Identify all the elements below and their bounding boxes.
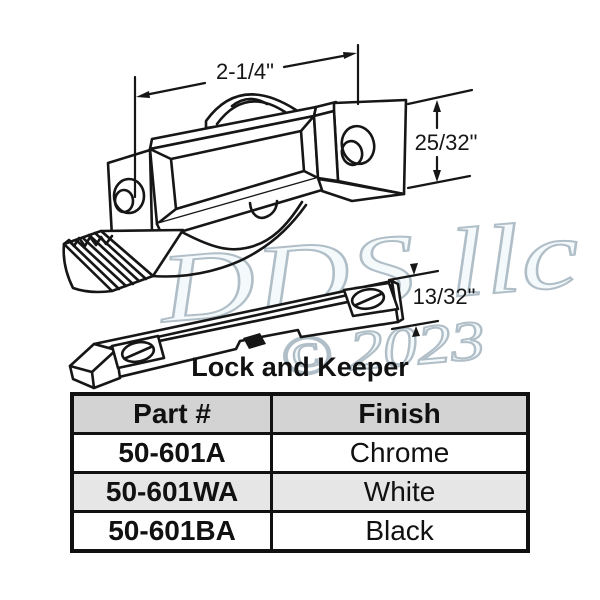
keeper-left-screw xyxy=(110,334,166,370)
dimension-width: 2-1/4" xyxy=(133,43,360,199)
table-row: 50-601BA Black xyxy=(70,510,530,553)
keeper-right-screw xyxy=(342,281,400,318)
column-header-part: Part # xyxy=(70,392,274,435)
dimension-keeper: 13/32" xyxy=(387,263,476,337)
arrowhead-up xyxy=(433,100,441,112)
finish-cell: Black xyxy=(270,510,530,553)
arrowhead-left xyxy=(136,91,150,98)
extension-line-top xyxy=(387,269,440,282)
extension-line-bottom xyxy=(406,174,472,190)
dim-keeper-label: 13/32" xyxy=(413,284,476,309)
extension-line-bottom xyxy=(390,319,440,331)
extension-line-top xyxy=(406,88,474,106)
table-row: 50-601A Chrome xyxy=(70,432,530,474)
dimension-height: 25/32" xyxy=(406,88,478,190)
screw-slot-right xyxy=(354,292,383,307)
left-screw-hole-inner xyxy=(113,188,135,214)
finish-cell: Chrome xyxy=(270,432,530,474)
diagram-caption: Lock and Keeper xyxy=(191,352,409,382)
arrowhead-down xyxy=(410,263,418,275)
dim-width-label: 2-1/4" xyxy=(216,59,274,84)
keeper-drawing: 13/32" xyxy=(68,263,476,390)
finish-cell: White xyxy=(270,471,530,513)
cam-teeth xyxy=(62,234,114,248)
part-number-cell: 50-601A xyxy=(70,432,274,474)
table-row: 50-601WA White xyxy=(70,471,530,513)
lock-end-block xyxy=(312,98,408,203)
arrowhead-up xyxy=(412,326,420,337)
part-number-cell: 50-601WA xyxy=(70,471,274,513)
screw-head-right xyxy=(350,287,386,311)
lock-body xyxy=(148,114,320,226)
screw-head-left xyxy=(120,340,156,364)
lock-bracket xyxy=(150,199,308,278)
left-screw-hole xyxy=(112,177,146,215)
dim-height-label: 25/32" xyxy=(415,130,478,155)
part-number-cell: 50-601BA xyxy=(70,510,274,553)
lock-drawing: 2-1/4" 25/32" xyxy=(62,43,478,294)
parts-table: Part # Finish 50-601A Chrome 50-601WA Wh… xyxy=(70,392,530,553)
keeper-end-cap xyxy=(68,342,122,390)
column-header-finish: Finish xyxy=(270,392,530,435)
arrowhead-down xyxy=(433,170,441,182)
lock-thumb-latch xyxy=(204,93,298,130)
lock-serrated-cam xyxy=(62,228,185,294)
bracket-tab xyxy=(248,199,279,220)
keeper-latch-notch xyxy=(243,333,266,349)
lock-left-ear xyxy=(106,148,154,239)
right-screw-hole-inner xyxy=(340,139,364,167)
arrowhead-right xyxy=(343,52,357,59)
table-header-row: Part # Finish xyxy=(70,392,530,435)
screw-slot-left xyxy=(124,345,153,360)
